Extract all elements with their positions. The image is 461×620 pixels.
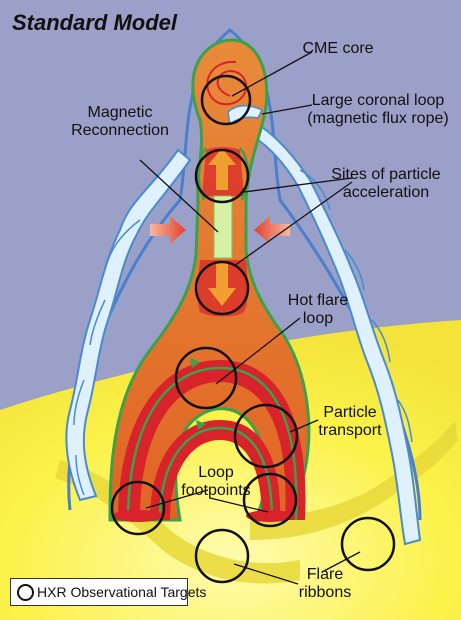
label-loop-line2: footpoints bbox=[181, 482, 251, 499]
sun-surface bbox=[0, 320, 461, 620]
hxr-targets bbox=[110, 74, 396, 584]
label-sites-line1: Sites of particle bbox=[331, 166, 441, 183]
target-cme-core bbox=[200, 74, 252, 126]
current-sheet bbox=[213, 195, 233, 259]
legend-text: HXR Observational Targets bbox=[37, 584, 207, 600]
leader-lines bbox=[139, 51, 361, 585]
label-loop-line1: Loop bbox=[198, 464, 234, 481]
target-particle-transport bbox=[233, 403, 299, 469]
label-flare-line2: ribbons bbox=[298, 584, 352, 601]
label-magnetic-reconnection: Magnetic Reconnection bbox=[70, 104, 170, 140]
footpoint-left bbox=[112, 510, 164, 522]
label-loop-footpoints: Loop footpoints bbox=[176, 464, 256, 500]
label-flare-line1: Flare bbox=[306, 566, 344, 583]
label-hot-flare-loop: Hot flare loop bbox=[272, 292, 364, 328]
label-particle-line1: Particle bbox=[323, 404, 377, 421]
label-large-coronal-loop: Large coronal loop (magnetic flux rope) bbox=[300, 92, 456, 128]
legend-box: HXR Observational Targets bbox=[10, 578, 206, 606]
target-footpoint-right bbox=[242, 472, 298, 528]
inflow-arrow-left bbox=[150, 216, 186, 244]
flux-rope-right-twist bbox=[299, 169, 413, 443]
footpoint-right bbox=[246, 510, 294, 522]
target-ribbon-right bbox=[340, 516, 396, 572]
hot-loop-arrow-right bbox=[196, 420, 206, 430]
label-hot-line1: Hot flare bbox=[287, 292, 349, 309]
label-cme-core-text: CME core bbox=[302, 40, 374, 57]
green-field-upper-left bbox=[197, 147, 208, 201]
label-flare-ribbons: Flare ribbons bbox=[290, 566, 360, 602]
flare-ribbon-right bbox=[250, 420, 458, 540]
upward-arrow bbox=[208, 148, 236, 190]
label-large-loop-line1: Large coronal loop bbox=[311, 92, 445, 109]
target-footpoint-left bbox=[110, 480, 166, 536]
label-sites-line2: acceleration bbox=[342, 184, 430, 201]
label-particle-transport: Particle transport bbox=[310, 404, 390, 440]
flux-rope-right bbox=[226, 110, 422, 546]
inflow-arrow-right bbox=[254, 216, 290, 244]
flux-rope-left-twist bbox=[73, 219, 141, 496]
hot-loop-arrow-left bbox=[190, 358, 200, 368]
downward-arrow bbox=[208, 262, 236, 306]
label-cme-core: CME core bbox=[300, 40, 376, 58]
label-magnetic-line1: Magnetic bbox=[87, 104, 153, 121]
hot-loop-outer bbox=[118, 360, 306, 520]
target-lower-acceleration bbox=[194, 260, 250, 316]
diagram-title: Standard Model bbox=[12, 10, 178, 35]
label-large-loop-line2: (magnetic flux rope) bbox=[307, 110, 449, 127]
label-sites-of-particle-acceleration: Sites of particle acceleration bbox=[320, 166, 452, 202]
target-ribbon-left bbox=[194, 528, 250, 584]
flux-rope-left bbox=[65, 148, 192, 502]
legend-circle-icon bbox=[17, 584, 34, 601]
label-hot-line2: loop bbox=[302, 310, 334, 327]
hot-loop-green-outer bbox=[126, 366, 298, 521]
target-upper-acceleration bbox=[194, 148, 250, 204]
label-magnetic-line2: Reconnection bbox=[71, 122, 169, 139]
label-particle-line2: transport bbox=[318, 422, 382, 439]
target-hot-loop bbox=[174, 346, 238, 410]
